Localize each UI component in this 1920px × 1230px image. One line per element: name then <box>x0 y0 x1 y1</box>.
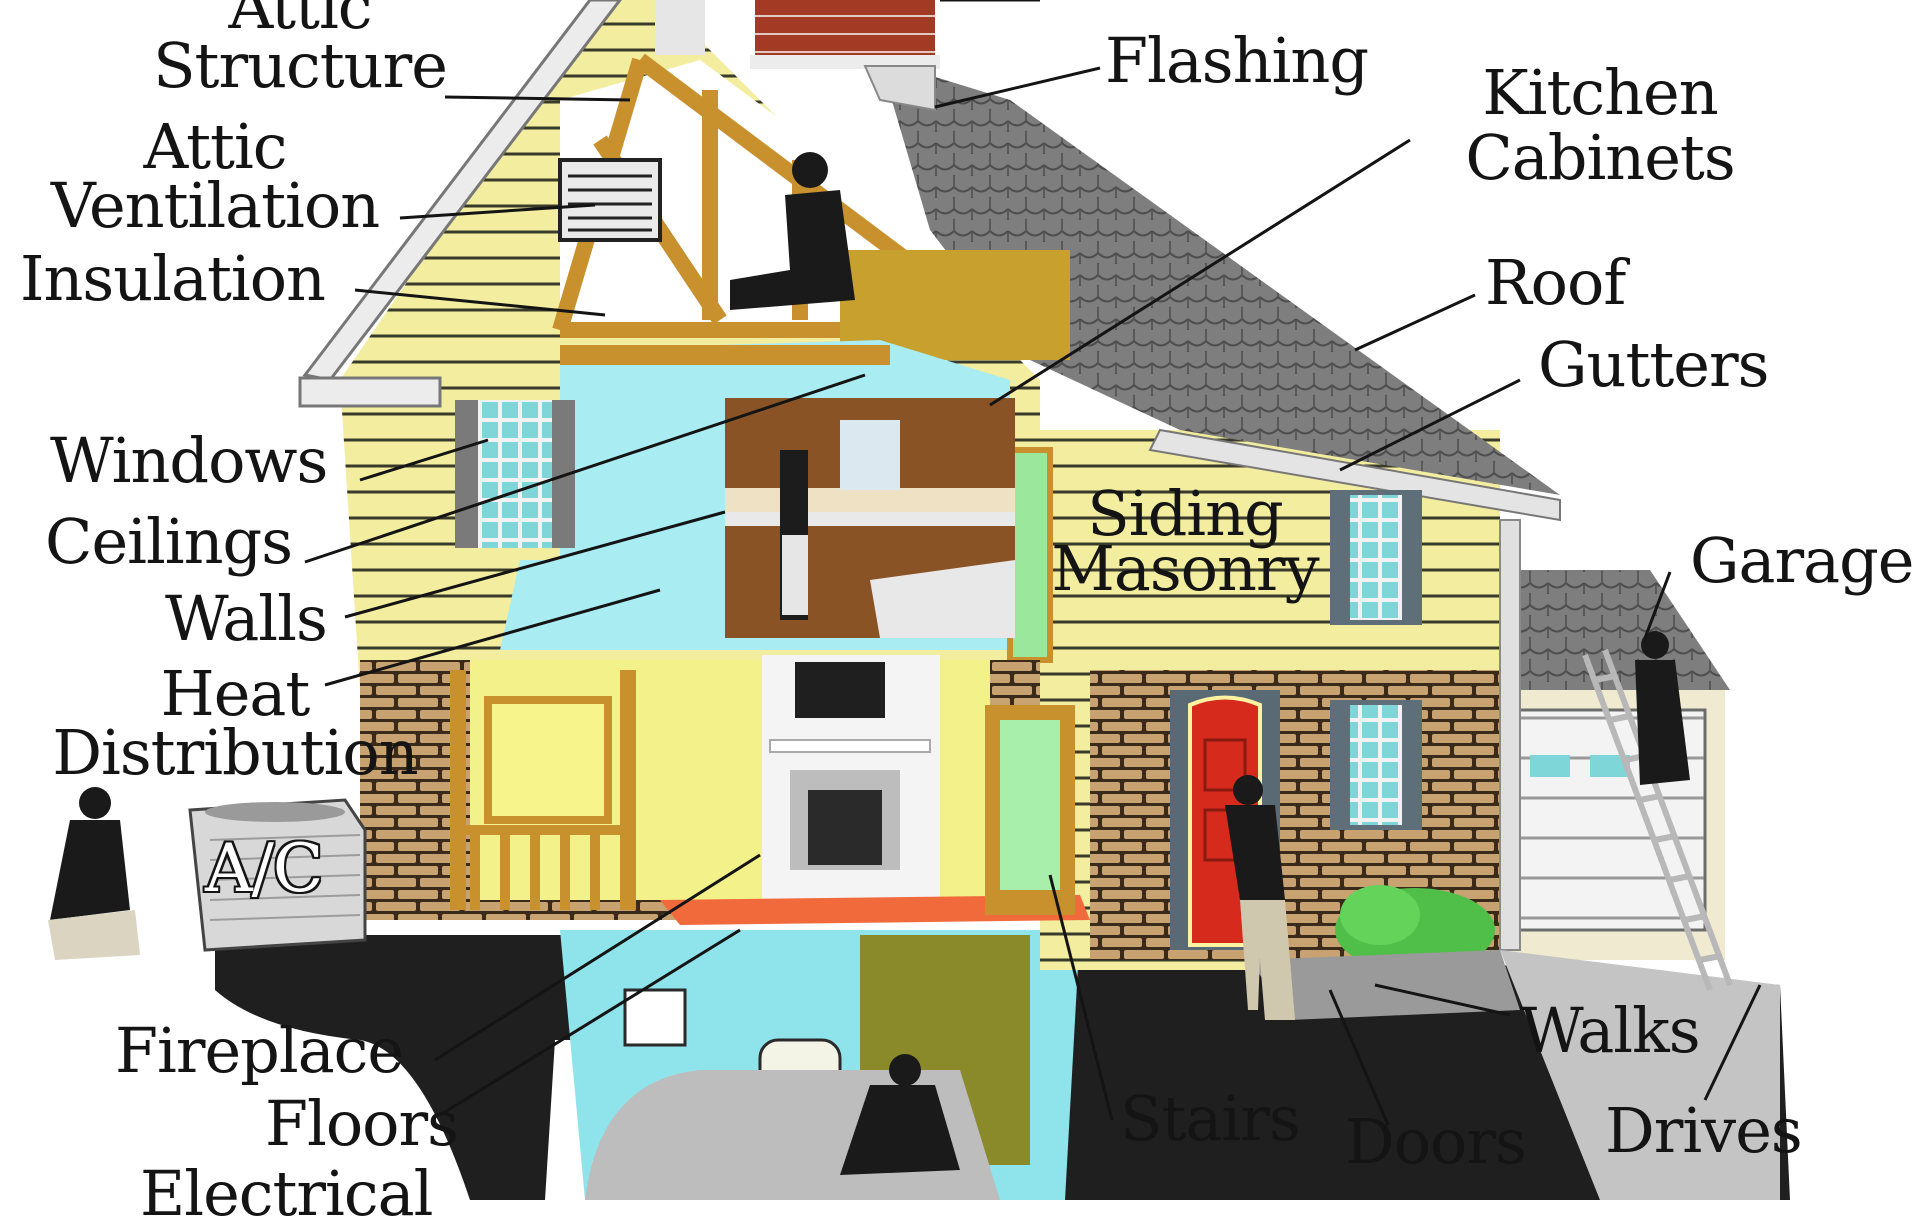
label-floors: Floors <box>265 1095 458 1154</box>
label-fireplace: Fireplace <box>115 1022 403 1081</box>
label-heat-distribution: Heat Distribution <box>35 665 435 783</box>
label-garage: Garage <box>1690 532 1913 591</box>
label-attic-structure: Attic Structure <box>150 0 450 96</box>
label-stairs: Stairs <box>1120 1090 1300 1149</box>
label-doors: Doors <box>1345 1113 1526 1172</box>
label-siding-masonry: Siding Masonry <box>1040 487 1330 596</box>
label-roof: Roof <box>1485 254 1625 313</box>
label-walls: Walls <box>165 590 327 649</box>
label-electrical: Electrical <box>140 1165 432 1224</box>
label-walks: Walks <box>1520 1002 1700 1061</box>
label-attic-ventilation: Attic Ventilation <box>30 118 400 236</box>
label-windows: Windows <box>50 432 327 491</box>
label-gutters: Gutters <box>1538 336 1768 395</box>
house-inspection-diagram: Attic Structure Attic Ventilation Insula… <box>0 0 1920 1200</box>
label-ac: A/C <box>205 838 322 901</box>
label-ceilings: Ceilings <box>45 513 292 572</box>
label-flashing: Flashing <box>1105 32 1368 91</box>
label-kitchen-cabinets: Kitchen Cabinets <box>1420 60 1780 190</box>
label-insulation: Insulation <box>20 250 325 309</box>
label-drives: Drives <box>1605 1102 1802 1161</box>
